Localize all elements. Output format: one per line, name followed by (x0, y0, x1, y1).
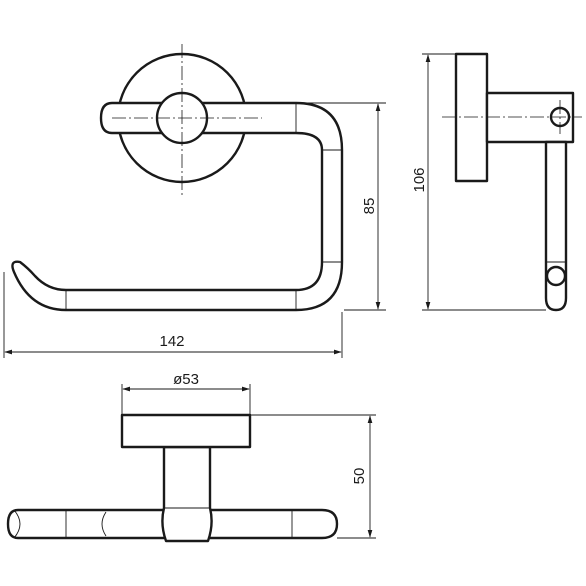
side-height-dimension-label: 106 (411, 167, 428, 192)
holder-arm (11, 101, 344, 312)
top-base-plate (120, 413, 252, 449)
dimension-diameter: ø53 (121, 371, 251, 415)
top-view (6, 413, 339, 543)
height-dimension-label: 85 (361, 198, 378, 215)
diameter-dimension-label: ø53 (173, 371, 199, 388)
width-dimension-label: 142 (159, 333, 184, 350)
dimension-height: 85 (300, 102, 386, 311)
side-view (442, 52, 582, 312)
dimension-side-height: 106 (411, 53, 546, 311)
top-post (161, 445, 213, 543)
dimension-width: 142 (3, 272, 343, 358)
dimension-projection: 50 (250, 414, 376, 539)
wall-plate (454, 52, 489, 183)
top-bar-end (13, 509, 21, 539)
projection-dimension-label: 50 (351, 468, 368, 485)
bar-end-cap (545, 265, 567, 287)
front-view (11, 44, 344, 312)
